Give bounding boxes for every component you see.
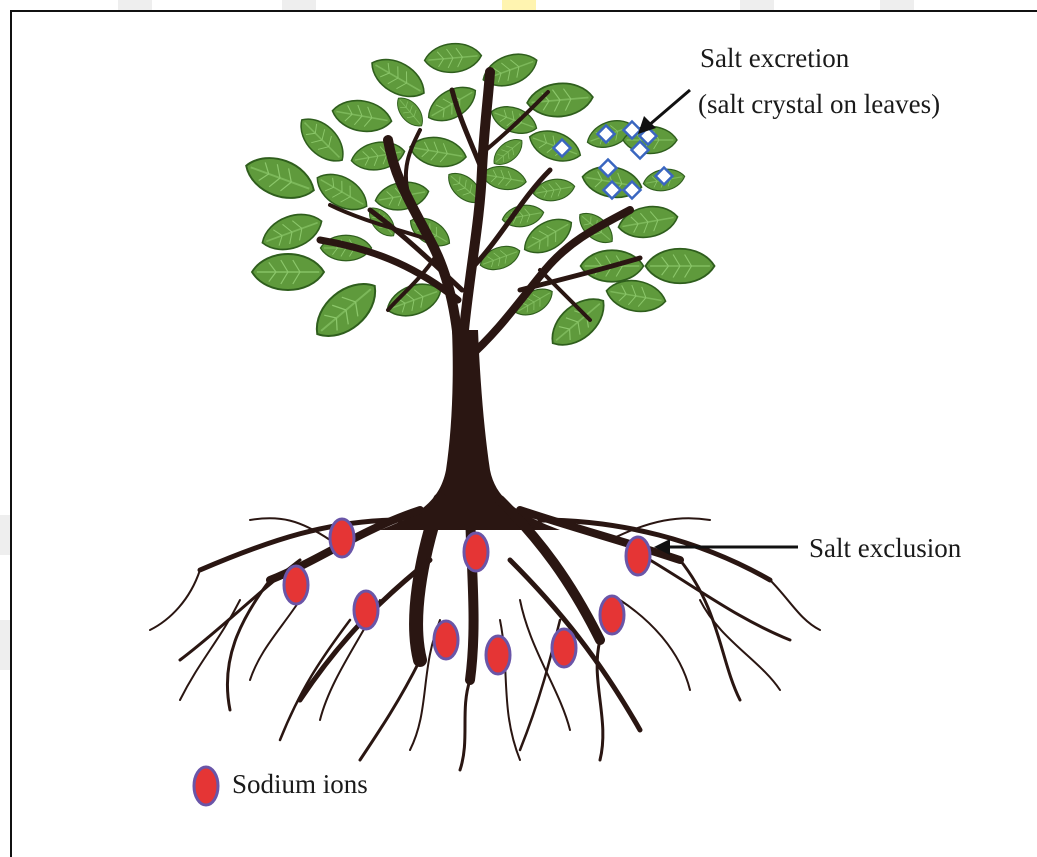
sodium-ion-icon [464, 533, 488, 571]
sodium-ion-icon [626, 537, 650, 575]
salt-excretion-label: Salt excretion [700, 42, 849, 74]
sodium-ion-icon [330, 519, 354, 557]
sodium-ion-icon [434, 621, 458, 659]
sodium-ion-icon [194, 767, 218, 805]
salt-exclusion-label: Salt exclusion [809, 532, 961, 564]
legend-sodium-ions-label: Sodium ions [232, 768, 368, 800]
salt-excretion-arrow [638, 90, 690, 134]
salt-excretion-detail-label: (salt crystal on leaves) [698, 88, 940, 120]
sodium-ion-icon [284, 566, 308, 604]
sodium-ion-icon [354, 591, 378, 629]
sodium-ion-icon [552, 629, 576, 667]
sodium-ion-icon [486, 636, 510, 674]
sodium-ion-icon [600, 596, 624, 634]
